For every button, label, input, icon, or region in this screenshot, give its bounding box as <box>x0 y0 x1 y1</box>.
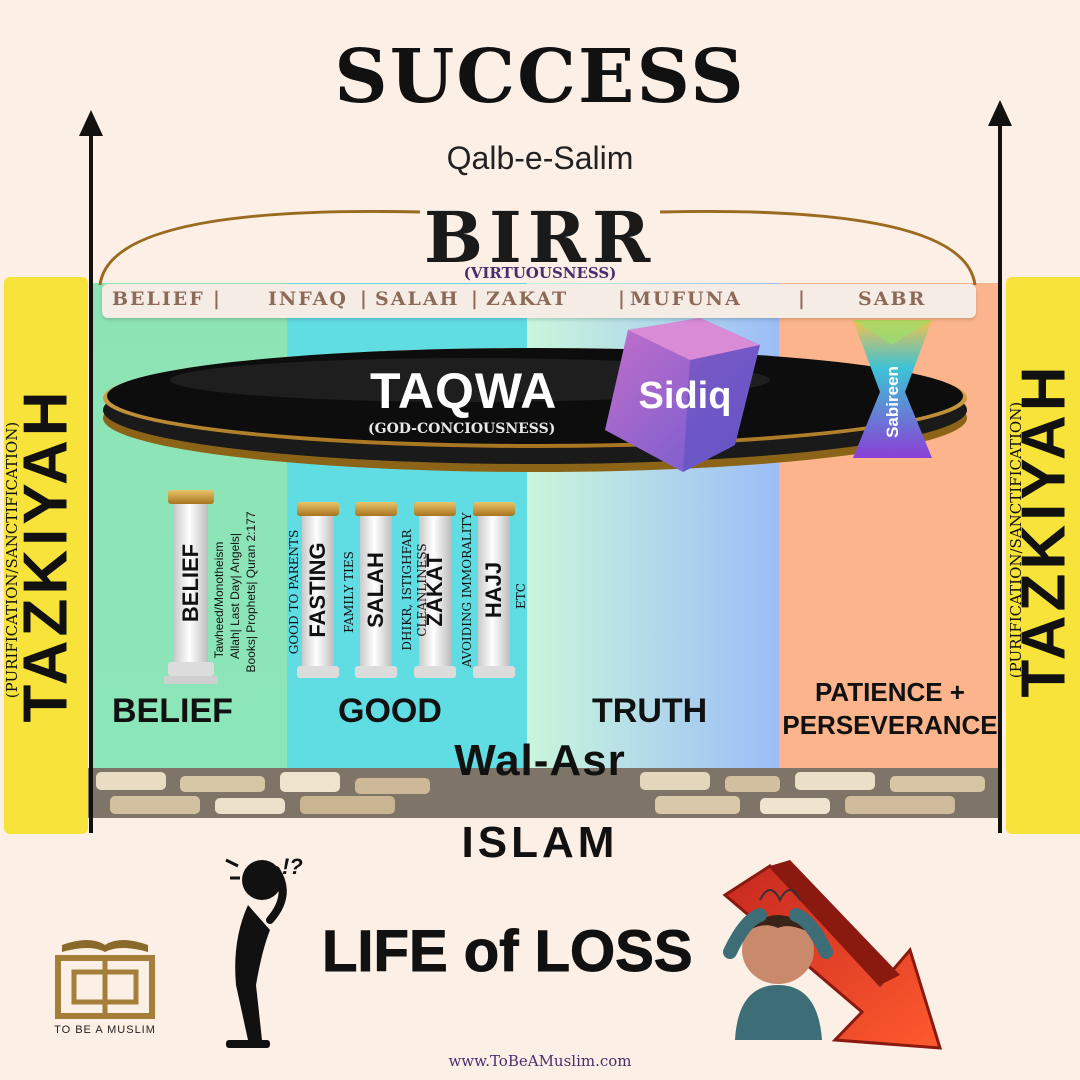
category-patience: PATIENCE + PERSEVERANCE <box>779 676 1001 742</box>
tazkiyah-label-left: TAZKIYAH <box>11 387 81 723</box>
website-url: www.ToBeAMuslim.com <box>448 1052 632 1070</box>
tazkiyah-sub-right: (PURIFICATION/SANCTIFICATION) <box>1007 401 1025 679</box>
pillar-label-zakat: ZAKAT <box>422 553 447 627</box>
stone-wall <box>88 768 1001 818</box>
belief-detail-1: Tawheed/Monotheism <box>212 541 226 659</box>
islam-label: ISLAM <box>461 818 619 867</box>
arrow-right-head <box>988 100 1012 126</box>
tazkiyah-panel-left <box>4 277 88 834</box>
pillar-label-fasting: FASTING <box>305 542 330 638</box>
virtue-separator: | <box>213 288 222 310</box>
category-belief: BELIEF <box>112 692 233 730</box>
life-of-loss-label: LIFE of LOSS <box>322 919 694 985</box>
sabireen-label: Sabireen <box>883 366 902 438</box>
tazkiyah-sub-left: (PURIFICATION/SANCTIFICATION) <box>3 421 21 699</box>
sidiq-gem <box>605 318 760 472</box>
brand-name: TO BE A MUSLIM <box>54 1024 156 1036</box>
belief-detail-3: Books| Prophets| Quran 2:177 <box>244 511 258 673</box>
pillar-hajj <box>473 502 515 678</box>
confused-person-icon <box>225 858 287 1048</box>
taqwa-label: TAQWA <box>370 363 558 419</box>
sabireen-gem <box>853 320 932 458</box>
birr-title: BIRR <box>423 196 657 279</box>
sidiq-label: Sidiq <box>638 375 732 417</box>
virtue-bar <box>102 284 976 318</box>
category-truth: TRUTH <box>592 692 708 730</box>
pillar-belief <box>164 490 218 684</box>
page-subtitle: Qalb-e-Salim <box>446 140 634 176</box>
loss-arrow-icon <box>722 860 943 1050</box>
good-to-parents-label: GOOD TO PARENTS <box>287 529 301 655</box>
virtue-belief: BELIEF <box>112 288 205 310</box>
belief-detail-2: Allah| Last Day| Angels| <box>228 532 242 660</box>
virtue-zakat: ZAKAT <box>486 288 569 310</box>
category-good: GOOD <box>338 692 442 730</box>
category-patience-line2: PERSEVERANCE <box>782 710 998 740</box>
avoiding-immorality-label: AVOIDING IMMORALITY <box>460 512 474 668</box>
virtue-separator: | <box>618 288 627 310</box>
category-patience-line1: PATIENCE + <box>814 677 965 707</box>
pillar-fasting <box>297 502 339 678</box>
birr-subtitle: (VIRTUOUSNESS) <box>463 264 617 282</box>
virtue-separator: | <box>798 288 807 310</box>
pillar-label-belief: BELIEF <box>178 543 203 623</box>
etc-label: ETC <box>514 583 528 609</box>
stressed-person-icon <box>723 889 833 1040</box>
dhikr-label: DHIKR, ISTIGHFAR <box>400 529 414 651</box>
virtue-separator: | <box>471 288 480 310</box>
wal-asr-label: Wal-Asr <box>454 736 626 785</box>
family-ties-label: FAMILY TIES <box>342 551 356 633</box>
virtue-infaq: INFAQ <box>268 288 348 310</box>
pillar-label-salah: SALAH <box>363 552 388 628</box>
virtue-mufuna: MUFUNA <box>630 288 742 310</box>
birr-arch-left <box>98 209 421 286</box>
tazkiyah-panel-right <box>1006 277 1080 834</box>
brand-logo-icon <box>55 940 155 1019</box>
virtue-separator: | <box>360 288 369 310</box>
pillar-label-hajj: HAJJ <box>481 561 506 619</box>
page-title: SUCCESS <box>334 34 746 120</box>
arrow-left-head <box>79 110 103 136</box>
pillar-zakat <box>414 502 456 678</box>
virtue-sabr: SABR <box>858 288 927 310</box>
birr-arch-right <box>659 209 977 286</box>
pillar-salah <box>355 502 397 678</box>
taqwa-subtitle: (GOD-CONCIOUSNESS) <box>368 421 556 437</box>
virtue-salah: SALAH <box>375 288 460 310</box>
question-mark: !? <box>282 854 303 879</box>
